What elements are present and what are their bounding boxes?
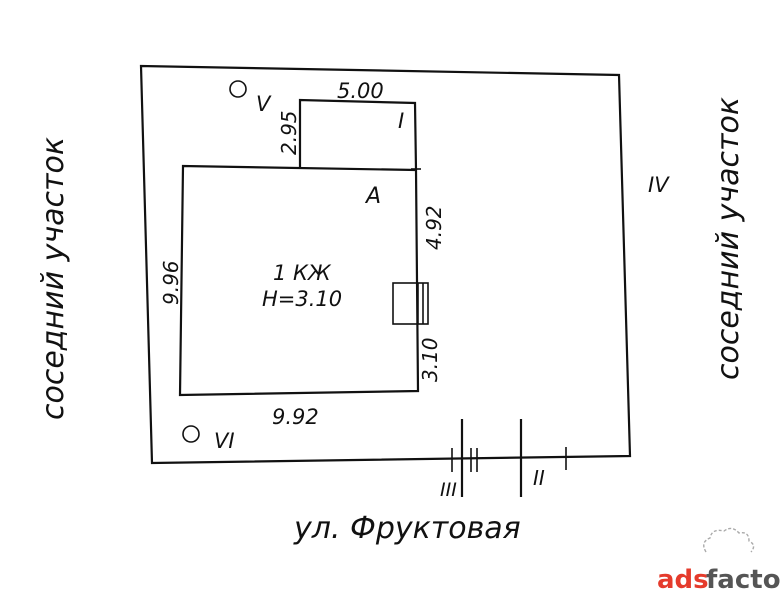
main-house-outline (178, 164, 420, 397)
building-name: 1 КЖ (273, 261, 332, 285)
house-bottom-label: 9.92 (272, 405, 319, 429)
house-right-lower-label: 3.10 (418, 337, 442, 382)
well-vi-icon (182, 425, 200, 443)
roman-ii-label: II (533, 466, 545, 490)
logo-text-factory: factory (706, 565, 782, 595)
logo-text-ads: ads (657, 565, 709, 595)
house-left-label: 9.96 (159, 260, 183, 305)
annex-letter: I (398, 109, 404, 133)
roman-v-label: V (256, 92, 272, 116)
plot-boundary (139, 64, 632, 465)
house-right-upper-label: 4.92 (422, 205, 446, 250)
roman-iv-label: IV (648, 173, 670, 197)
left-neighbor-label: соседний участок (36, 137, 71, 420)
annex-width-label: 5.00 (337, 79, 384, 103)
roman-vi-label: VI (214, 429, 235, 453)
roman-iii-label: III (440, 479, 457, 501)
annex-depth-label: 2.95 (277, 110, 301, 155)
street-label: ул. Фруктовая (293, 511, 521, 546)
logo-cloud-icon (703, 527, 755, 553)
porch (392, 282, 429, 325)
building-height: H=3.10 (262, 287, 342, 311)
building-letter: A (364, 184, 381, 209)
adsfactory-logo: ads factory (657, 527, 782, 595)
right-neighbor-label: соседний участок (711, 97, 746, 380)
well-v-icon (229, 80, 247, 98)
annex-outline (298, 98, 418, 171)
